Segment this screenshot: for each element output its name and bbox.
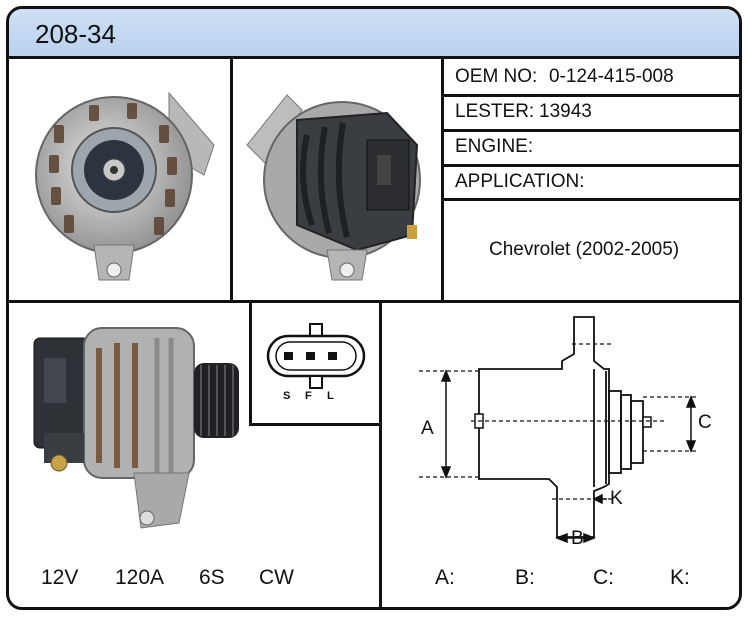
oem-value: 0-124-415-008 bbox=[549, 66, 674, 87]
divider bbox=[379, 300, 382, 607]
groove-rating: 6S bbox=[199, 566, 225, 589]
divider bbox=[249, 423, 382, 426]
dimension-field-c: C: bbox=[593, 566, 614, 589]
connector-pin-f: F bbox=[305, 390, 312, 402]
voltage-rating: 12V bbox=[41, 566, 79, 589]
connector-pin-l: L bbox=[327, 390, 334, 402]
dimension-field-a: A: bbox=[435, 566, 455, 589]
divider bbox=[249, 300, 252, 426]
divider bbox=[441, 94, 739, 97]
divider bbox=[441, 59, 444, 301]
dimension-label-c: C bbox=[698, 412, 712, 433]
dimension-label-b: B bbox=[571, 528, 584, 549]
rotation-rating: CW bbox=[259, 566, 294, 589]
divider bbox=[441, 129, 739, 132]
dimension-label-k: K bbox=[610, 488, 623, 509]
alternator-front-photo bbox=[35, 91, 215, 281]
lester-label: LESTER: bbox=[455, 101, 535, 122]
title-bar: 208-34 bbox=[9, 9, 739, 59]
product-card: 208-34 bbox=[6, 6, 742, 610]
application-value: Chevrolet (2002-2005) bbox=[489, 239, 680, 260]
divider bbox=[441, 198, 739, 201]
dimension-label-a: A bbox=[421, 418, 434, 439]
engine-label: ENGINE: bbox=[455, 136, 534, 157]
divider bbox=[9, 300, 739, 303]
lester-value: 13943 bbox=[539, 101, 592, 122]
oem-label: OEM NO: bbox=[455, 66, 538, 87]
connector-pin-s: S bbox=[283, 390, 291, 402]
part-number-title: 208-34 bbox=[35, 19, 116, 49]
amperage-rating: 120A bbox=[115, 566, 165, 589]
divider bbox=[230, 59, 233, 301]
alternator-rear-photo bbox=[246, 94, 421, 281]
dimension-field-b: B: bbox=[515, 566, 535, 589]
application-label: APPLICATION: bbox=[455, 171, 585, 192]
dimension-drawing bbox=[419, 316, 699, 544]
connector-diagram bbox=[266, 323, 366, 389]
alternator-side-photo bbox=[33, 327, 239, 529]
dimension-field-k: K: bbox=[670, 566, 690, 589]
divider bbox=[441, 164, 739, 167]
